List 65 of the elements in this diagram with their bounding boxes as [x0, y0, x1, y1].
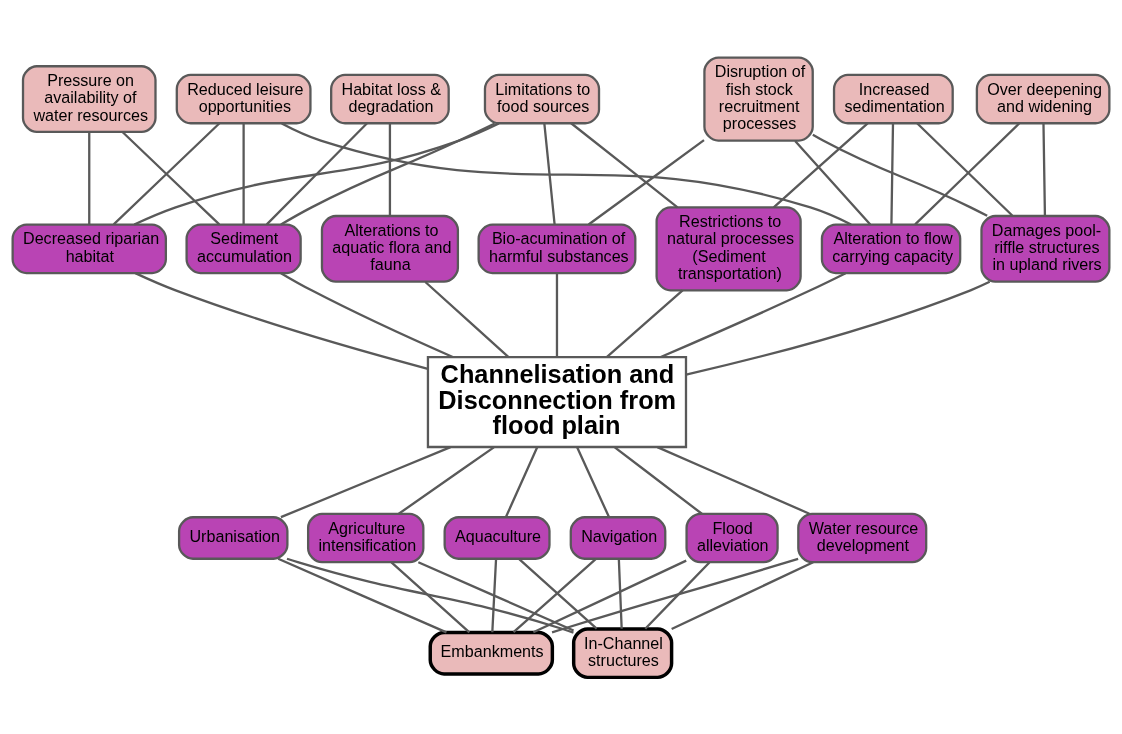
node-box: Increased sedimentation	[832, 73, 954, 124]
connector	[551, 557, 799, 633]
connector	[685, 280, 991, 376]
node-box: Reduced leisure opportunities	[175, 73, 312, 124]
node-box: Pressure on availability of water resources	[21, 64, 157, 133]
connector	[280, 121, 496, 226]
node-box: Water resource development	[797, 512, 928, 563]
connector	[671, 560, 814, 630]
connector	[242, 122, 245, 224]
node-box: Bio-acumination of harmful substances	[477, 223, 637, 274]
connector	[543, 122, 556, 224]
connector	[1042, 122, 1047, 216]
node-box: Alteration to flow carrying capacity	[820, 223, 962, 274]
connector	[914, 121, 1021, 225]
node-box: Embankments	[428, 630, 555, 676]
connector	[656, 445, 810, 515]
connector	[812, 133, 988, 217]
connector	[532, 559, 687, 633]
connector	[644, 561, 711, 629]
connector	[504, 446, 539, 517]
node-box: Channelisation and Disconnection from flood plain	[426, 355, 688, 448]
connector	[286, 557, 574, 634]
connector	[280, 271, 454, 358]
node-box: Limitations to food sources	[483, 73, 601, 124]
node-box: Alterations to aquatic flora and fauna	[320, 214, 460, 283]
node-box: In-Channel structures	[571, 626, 674, 679]
connector	[555, 272, 559, 357]
connector	[266, 121, 368, 225]
node-box: Sediment accumulation	[185, 223, 302, 274]
node-box: Aquaculture	[443, 515, 551, 560]
connector	[576, 446, 611, 517]
node-box: Agriculture intensification	[307, 512, 425, 563]
node-box: Over deepening and widening	[975, 73, 1111, 124]
node-box: Damages pool-riffle structures in upland rivers	[980, 214, 1111, 283]
connector	[794, 139, 872, 225]
node-box: Disruption of fish stock recruitment processes	[703, 55, 814, 142]
connector	[121, 130, 221, 225]
connector	[133, 121, 500, 226]
connector	[112, 121, 221, 225]
connector	[280, 445, 451, 518]
connector	[614, 445, 703, 515]
node-box: Restrictions to natural processes (Sediment transportation)	[655, 205, 802, 291]
node-box: Flood alleviation	[685, 512, 779, 563]
connector	[134, 271, 429, 370]
connector	[390, 560, 471, 633]
connector	[916, 121, 1014, 216]
connector	[617, 558, 623, 629]
connector	[424, 280, 510, 358]
connector	[388, 122, 392, 215]
connector	[606, 289, 684, 358]
connector	[417, 560, 575, 632]
connector	[277, 557, 447, 633]
connector	[772, 121, 869, 208]
connector	[570, 121, 679, 208]
node-box: Habitat loss & degradation	[330, 73, 450, 124]
connector	[890, 122, 895, 224]
connector	[660, 271, 847, 358]
connector	[491, 558, 498, 632]
node-box: Navigation	[569, 515, 667, 560]
connector	[587, 138, 705, 225]
connector	[398, 445, 495, 515]
node-box: Urbanisation	[177, 515, 289, 560]
connector	[88, 131, 91, 224]
connector	[281, 121, 852, 225]
node-box: Decreased riparian habitat	[11, 223, 167, 274]
